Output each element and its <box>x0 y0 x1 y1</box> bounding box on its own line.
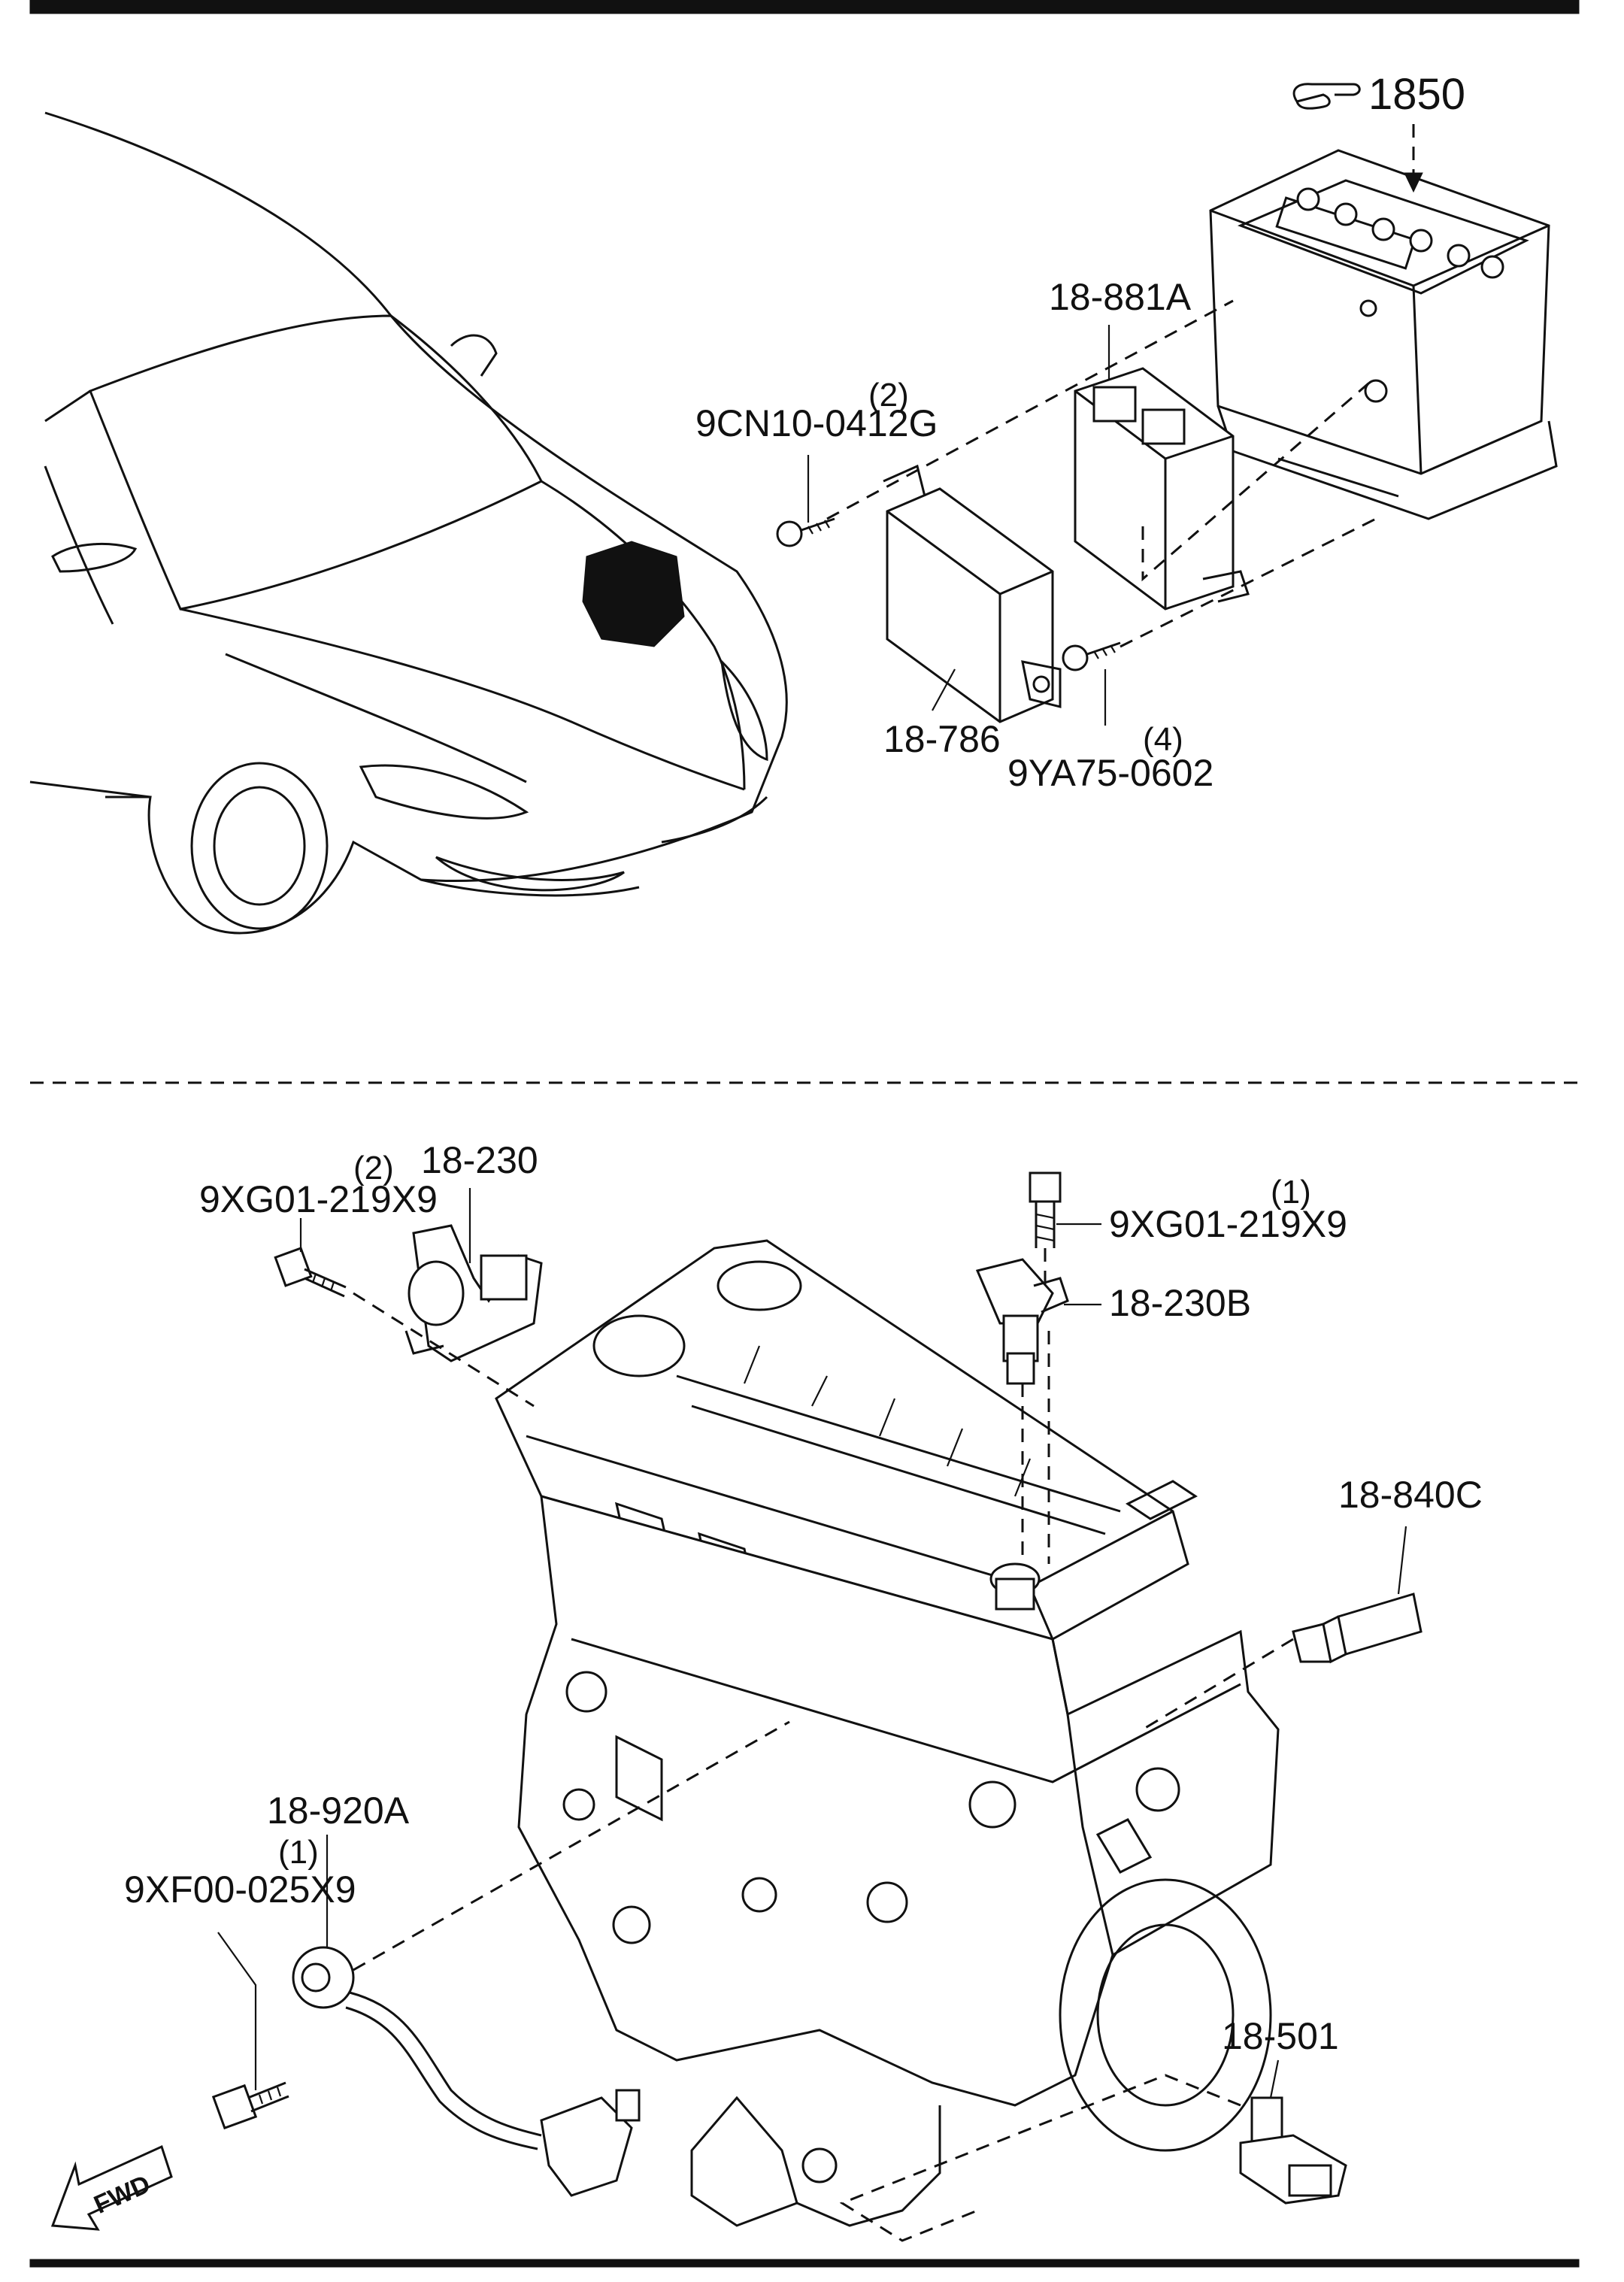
top-border <box>29 0 1580 14</box>
ecm-unit-illustration <box>1074 367 1250 611</box>
assembly-line-top-1 <box>826 299 1234 520</box>
label-cam-bolt-qty: (2) <box>353 1150 394 1186</box>
label-oil-switch[interactable]: 18-840C <box>1338 1474 1483 1516</box>
label-screw-bottom[interactable]: 9YA75-0602 <box>1007 752 1213 794</box>
assembly-line-top-2 <box>1120 517 1377 648</box>
bracket-illustration <box>883 464 1062 723</box>
pointing-hand-icon <box>1292 83 1361 110</box>
battery-illustration <box>1209 149 1558 520</box>
fwd-arrow-icon <box>50 2144 173 2231</box>
reference-1850-label: 1850 <box>1368 70 1465 119</box>
assembly-line-oil-switch <box>1142 1638 1294 1731</box>
label-knock-sensor[interactable]: 18-920A <box>267 1790 410 1832</box>
cam-sensor-b-illustration <box>975 1258 1069 1385</box>
label-knock-bolt-qty: (1) <box>278 1834 319 1871</box>
screw-top-illustration <box>776 517 835 547</box>
car-illustration <box>29 111 788 935</box>
reference-1850[interactable]: 1850 <box>1292 70 1465 119</box>
knock-bolt-illustration <box>211 2081 289 2130</box>
fwd-direction-marker: FWD <box>50 2144 173 2231</box>
label-cam-b-bolt[interactable]: 9XG01-219X9 <box>1109 1203 1347 1245</box>
oil-switch-illustration <box>1292 1593 1423 1664</box>
engine-block-illustration <box>495 1239 1280 2227</box>
crank-sensor-illustration <box>1239 2096 1347 2205</box>
cam-sensor-illustration <box>404 1224 543 1362</box>
label-crank-sensor[interactable]: 18-501 <box>1222 2015 1339 2057</box>
cam-b-bolt-illustration <box>1029 1171 1062 1248</box>
ecm-location-highlight <box>582 541 685 647</box>
bottom-border <box>29 2259 1580 2268</box>
label-knock-bolt[interactable]: 9XF00-025X9 <box>124 1868 356 1911</box>
label-screw-top[interactable]: 9CN10-0412G <box>695 402 938 444</box>
label-cam-b-bolt-qty: (1) <box>1271 1174 1311 1211</box>
knock-sensor-illustration <box>292 1946 641 2197</box>
label-screw-bottom-qty: (4) <box>1143 721 1183 758</box>
assembly-line-knock <box>353 1720 790 1971</box>
cam-bolt-illustration <box>274 1247 347 1298</box>
assembly-line-crank <box>839 2074 1241 2242</box>
label-screw-top-qty: (2) <box>868 377 909 414</box>
assembly-line-cam <box>353 1292 535 1408</box>
label-cam-bolt[interactable]: 9XG01-219X9 <box>199 1178 438 1220</box>
label-bracket[interactable]: 18-786 <box>883 718 1001 760</box>
label-cam-sensor[interactable]: 18-230 <box>421 1139 538 1181</box>
screw-bottom-illustration <box>1062 641 1121 671</box>
label-ecm[interactable]: 18-881A <box>1049 276 1192 318</box>
fwd-label: FWD <box>89 2170 154 2220</box>
label-cam-sensor-b[interactable]: 18-230B <box>1109 1282 1251 1324</box>
assembly-line-top-3 <box>1141 382 1369 582</box>
